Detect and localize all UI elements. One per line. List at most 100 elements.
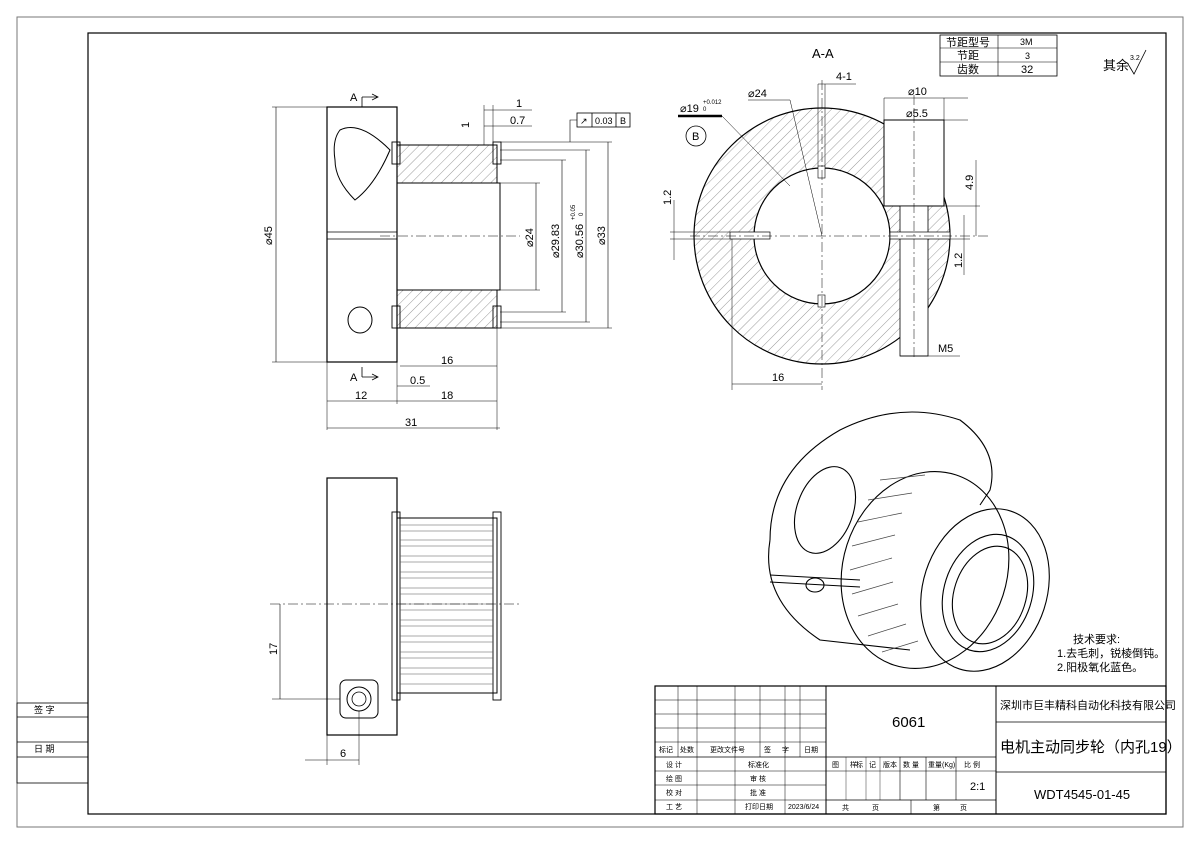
section-view: A-A ⌀19 +0.012 0 B ⌀24 4-1 — [662, 46, 990, 390]
dim-bore-tol: +0.05 — [571, 204, 577, 220]
dim-hub-dia: ⌀24 — [524, 228, 536, 247]
inner-frame — [87, 32, 1167, 815]
row-label-design: 设 计 — [666, 760, 682, 769]
surface-note-label: 其余 — [1103, 58, 1129, 73]
surface-note-value: 3.2 — [1130, 55, 1140, 62]
dim-bore-tol-low: 0 — [579, 212, 585, 216]
col-header-date: 日期 — [804, 746, 818, 754]
material: 6061 — [892, 714, 925, 731]
company-name: 深圳市巨丰精科自动化科技有限公司 — [1000, 698, 1176, 712]
dim-w07: 0.7 — [510, 115, 525, 127]
row-label-draw: 绘 图 — [666, 774, 682, 783]
dim-outer-dia: ⌀45 — [263, 226, 275, 245]
surface-finish-note: 其余 3.2 — [1103, 49, 1147, 75]
mid-label-print: 打印日期 — [745, 802, 773, 811]
dim-bore-dia: ⌀30.56 — [574, 224, 586, 258]
drawing-number: WDT4545-01-45 — [1034, 787, 1130, 802]
part-name: 电机主动同步轮（内孔19） — [1000, 739, 1182, 756]
stage-header-3: 标 — [856, 760, 863, 769]
stage-header-2: 样 — [850, 760, 857, 769]
stage-header-qty: 数 量 — [903, 760, 919, 769]
section-title: A-A — [812, 46, 834, 61]
dim-w12: 12 — [355, 390, 367, 402]
dim-flange-dia: ⌀33 — [596, 226, 608, 245]
dim-pitch-dia: ⌀29.83 — [550, 224, 562, 258]
pitch-type-value: 3M — [1020, 37, 1033, 47]
mid-label-approve: 批 准 — [750, 788, 766, 797]
row-label-process: 工 艺 — [666, 803, 682, 811]
dim-w18: 18 — [441, 390, 453, 402]
side-view: 17 6 — [268, 477, 520, 765]
teeth-label: 齿数 — [957, 63, 979, 76]
scale-value: 2:1 — [970, 781, 985, 793]
pitch-type-label: 节距型号 — [946, 35, 990, 49]
side-flange — [326, 477, 398, 736]
dim-w16: 16 — [441, 355, 453, 367]
dim-v12b: 1.2 — [953, 253, 965, 268]
dim-w16-sec: 16 — [772, 372, 784, 384]
iso-bore — [951, 545, 1029, 645]
gdt-value: 0.03 — [595, 116, 613, 126]
dim-slot: 4-1 — [836, 71, 852, 83]
dim-bore-tol-low-sec: 0 — [703, 107, 707, 113]
pitch-value: 3 — [1025, 51, 1030, 61]
left-sign-strip: 签 字 日 期 — [16, 702, 89, 784]
screw-hole-front — [347, 306, 373, 334]
outer-frame — [16, 16, 1184, 828]
hub-hatched-top — [396, 144, 498, 184]
dim-h17: 17 — [268, 643, 280, 655]
tooth-lines — [400, 524, 493, 685]
sign-label: 签 字 — [34, 704, 55, 715]
dim-d10: ⌀10 — [908, 86, 927, 98]
title-block-text: 6061 深圳市巨丰精科自动化科技有限公司 电机主动同步轮（内孔19） WDT4… — [659, 698, 1182, 812]
side-screw-hole — [346, 686, 372, 712]
pitch-table: 节距型号 3M 节距 3 齿数 32 — [939, 34, 1058, 77]
stage-header-version: 版本 — [883, 760, 897, 769]
sheet-total-label: 共 — [842, 803, 849, 812]
dim-v12a: 1.2 — [662, 190, 674, 205]
cut-marker-bottom: A — [350, 372, 358, 384]
pocket-shape — [333, 127, 391, 201]
dim-bore: ⌀19 — [680, 103, 699, 115]
gdt-datum: B — [620, 116, 626, 126]
stage-header-scale: 比 例 — [964, 760, 980, 769]
dim-w1b: 1 — [460, 122, 472, 128]
dim-d24: ⌀24 — [748, 88, 767, 100]
print-date: 2023/6/24 — [788, 804, 819, 811]
sheet-no-label: 第 — [933, 803, 940, 812]
mid-label-standard: 标准化 — [748, 760, 769, 769]
col-header-sign: 签 — [764, 745, 771, 754]
col-header-count: 处数 — [680, 745, 694, 754]
gdt-frame: ↗ 0.03 B — [569, 112, 631, 142]
hub-bore — [396, 182, 501, 291]
tech-requirements: 技术要求: 1.去毛刺，锐棱倒钝。 2.阳极氧化蓝色。 — [1057, 633, 1165, 674]
roughness-symbol — [1127, 49, 1147, 75]
front-view: A A ⌀45 ⌀24 ⌀29.83 ⌀30.56 +0.05 0 ⌀33 — [263, 92, 631, 430]
gdt-symbol: ↗ — [580, 116, 588, 126]
row-label-check: 校 对 — [666, 788, 682, 797]
dim-m5: M5 — [938, 343, 953, 355]
sheet-no-unit: 页 — [960, 804, 967, 812]
dim-d55: ⌀5.5 — [906, 108, 928, 120]
dim-w6: 6 — [340, 748, 346, 760]
hub-hatched-bottom — [396, 289, 498, 329]
stage-header-4: 记 — [869, 761, 876, 769]
col-header-file: 更改文件号 — [710, 745, 745, 754]
tech-req-title: 技术要求: — [1073, 633, 1120, 646]
title-block — [654, 685, 1167, 815]
flange-body — [326, 106, 398, 363]
dim-w05: 0.5 — [410, 375, 425, 387]
stage-header-weight: 重量(Kg) — [928, 761, 955, 769]
tech-req-line-1: 1.去毛刺，锐棱倒钝。 — [1057, 646, 1165, 660]
stage-header-1: 图 — [832, 761, 839, 769]
iso-tooth-ring — [840, 471, 1010, 669]
datum-bubble — [685, 125, 707, 147]
mid-label-review: 审 核 — [750, 774, 766, 783]
iso-front-flange — [920, 508, 1050, 672]
teeth-value: 32 — [1021, 64, 1033, 76]
isometric-view — [768, 411, 1050, 672]
dim-w31: 31 — [405, 417, 417, 429]
pitch-label: 节距 — [957, 49, 979, 62]
sheet-total-unit: 页 — [872, 804, 879, 812]
datum-letter: B — [692, 131, 699, 143]
